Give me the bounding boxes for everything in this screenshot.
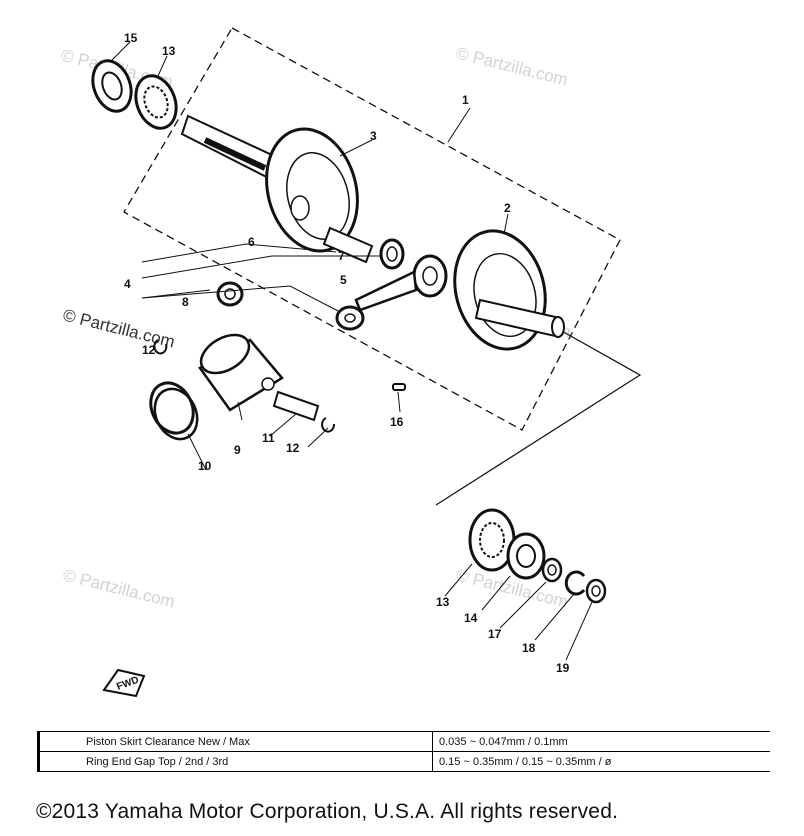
- small-bearing-part-8: [216, 281, 244, 307]
- callout-8: 8: [182, 295, 189, 309]
- callout-13-lower: 13: [436, 595, 450, 609]
- oil-seal-part-14: [506, 532, 546, 580]
- clip-part-12-top: [153, 339, 168, 355]
- spec-value: 0.035 ~ 0.047mm / 0.1mm: [432, 731, 770, 752]
- callout-18: 18: [522, 641, 536, 655]
- copyright-notice: ©2013 Yamaha Motor Corporation, U.S.A. A…: [36, 800, 619, 823]
- callout-6: 6: [248, 235, 255, 249]
- callout-9: 9: [234, 443, 241, 457]
- needle-bearing-part-7: [379, 238, 405, 270]
- callout-19: 19: [556, 661, 570, 675]
- watermark-top-right: © Partzilla.com: [454, 43, 570, 89]
- callout-16: 16: [390, 415, 404, 429]
- crank-wheel-part-2: [453, 229, 565, 351]
- callout-13-top: 13: [162, 44, 176, 58]
- nut-part-19: [585, 578, 607, 604]
- callout-2: 2: [504, 201, 511, 215]
- callout-12-top: 12: [142, 343, 156, 357]
- spec-value: 0.15 ~ 0.35mm / 0.15 ~ 0.35mm / ø: [432, 751, 770, 772]
- table-row: Piston Skirt Clearance New / Max 0.035 ~…: [37, 731, 770, 752]
- crank-wheel-part-3: [265, 127, 359, 253]
- spec-label: Ring End Gap Top / 2nd / 3rd: [37, 751, 433, 772]
- crank-pin: [322, 226, 374, 264]
- crank-assembly-outline: [123, 27, 621, 431]
- spec-table: Piston Skirt Clearance New / Max 0.035 ~…: [37, 731, 770, 772]
- watermark-mid-left: © Partzilla.com: [61, 305, 177, 351]
- piston-pin-part-11: [272, 390, 320, 422]
- oil-seal-part-15: [91, 59, 133, 113]
- callout-12-lower: 12: [286, 441, 300, 455]
- callout-numbers: 15 13 1 3 2 6 7 4 5 8 12 10 9 11 12 16 1…: [124, 31, 570, 675]
- callout-3: 3: [370, 129, 377, 143]
- callout-10: 10: [198, 459, 212, 473]
- table-row: Ring End Gap Top / 2nd / 3rd 0.15 ~ 0.35…: [37, 751, 770, 772]
- bearing-part-13-top: [134, 74, 178, 130]
- piston-rings-part-10: [149, 381, 199, 441]
- spec-label: Piston Skirt Clearance New / Max: [37, 731, 433, 752]
- leader-lines: [111, 41, 593, 661]
- parts-diagram: © Partzilla.com © Partzilla.com © Partzi…: [59, 27, 642, 698]
- watermark-bottom-left: © Partzilla.com: [61, 565, 177, 611]
- bearing-group-leader: [435, 329, 642, 506]
- clip-part-12-lower: [321, 417, 336, 433]
- key-part-16: [392, 383, 406, 391]
- callout-14: 14: [464, 611, 478, 625]
- callout-7: 7: [338, 249, 345, 263]
- callout-4: 4: [124, 277, 131, 291]
- callout-17: 17: [488, 627, 502, 641]
- callout-5: 5: [340, 273, 347, 287]
- washer-part-17: [541, 557, 563, 583]
- callout-11: 11: [262, 431, 275, 445]
- connecting-rod-part-5: [335, 254, 448, 331]
- fwd-arrow-icon: FWD: [102, 668, 146, 698]
- callout-1: 1: [462, 93, 469, 107]
- circlip-part-18: [564, 570, 586, 596]
- piston-part-9: [198, 333, 284, 412]
- callout-15: 15: [124, 31, 138, 45]
